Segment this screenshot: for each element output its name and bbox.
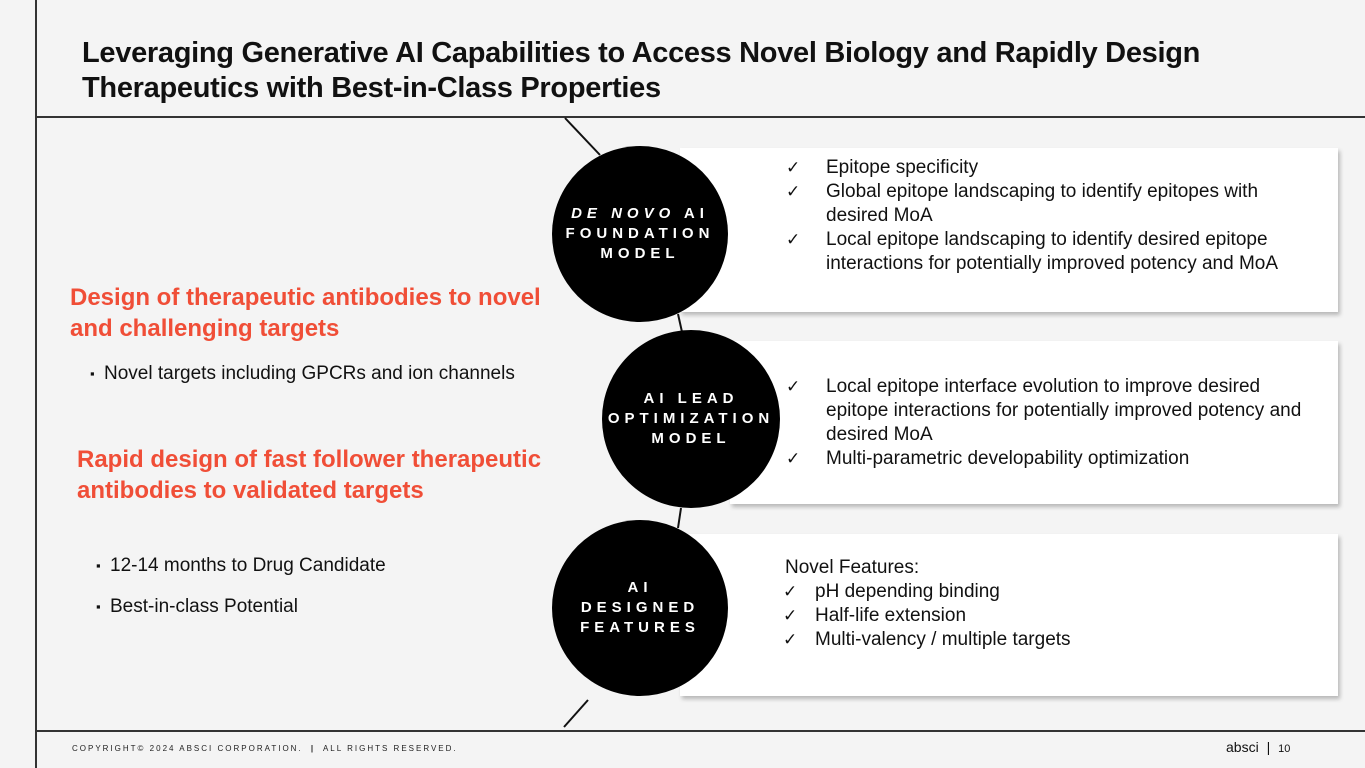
- circle-lead-optimization: AI LEAD OPTIMIZATION MODEL: [602, 330, 780, 508]
- list-item: Multi-parametric developability optimiza…: [786, 447, 1306, 471]
- list-item: pH depending binding: [783, 580, 1285, 604]
- designed-features: Novel Features: pH depending binding Hal…: [783, 556, 1285, 652]
- foundation-features: Epitope specificity Global epitope lands…: [786, 156, 1316, 276]
- model-name: AI DESIGNED FEATURES: [580, 579, 700, 636]
- absci-logo: absci: [1226, 739, 1259, 755]
- circle-designed-features: AI DESIGNED FEATURES: [552, 520, 728, 696]
- list-item: Multi-valency / multiple targets: [783, 628, 1285, 652]
- model-name-italic: DE NOVO: [571, 205, 676, 222]
- footer-rule: [35, 730, 1365, 732]
- footer-copyright: COPYRIGHT© 2024 ABSCI CORPORATION. | ALL…: [72, 744, 458, 753]
- features-intro: Novel Features:: [785, 557, 920, 578]
- page-number: 10: [1278, 743, 1291, 755]
- page-title: Leveraging Generative AI Capabilities to…: [82, 37, 1201, 104]
- bullet-novel-targets: Novel targets including GPCRs and ion ch…: [90, 362, 530, 386]
- heading-fast-follower: Rapid design of fast follower therapeuti…: [77, 446, 542, 504]
- heading-novel-targets: Design of therapeutic antibodies to nove…: [70, 284, 541, 342]
- list-item: Epitope specificity: [786, 156, 1316, 180]
- header-rule: [35, 116, 1365, 118]
- copyright-text: COPYRIGHT© 2024 ABSCI CORPORATION.: [72, 744, 303, 753]
- bullet-best-in-class: Best-in-class Potential: [96, 595, 536, 619]
- optimization-features: Local epitope interface evolution to imp…: [786, 375, 1306, 471]
- list-item: Global epitope landscaping to identify e…: [786, 180, 1316, 228]
- model-name: AI LEAD OPTIMIZATION MODEL: [607, 390, 775, 447]
- footer-brand: absci | 10: [1226, 739, 1291, 755]
- rights-text: ALL RIGHTS RESERVED.: [322, 744, 458, 753]
- list-item: Local epitope landscaping to identify de…: [786, 228, 1316, 276]
- list-item: Half-life extension: [783, 604, 1285, 628]
- circle-foundation-model: DE NOVO AI FOUNDATION MODEL: [552, 146, 728, 322]
- model-name: AI FOUNDATION MODEL: [565, 205, 715, 262]
- list-item: Local epitope interface evolution to imp…: [786, 375, 1306, 447]
- left-rule: [35, 0, 37, 768]
- bullet-timeline: 12-14 months to Drug Candidate: [96, 554, 536, 578]
